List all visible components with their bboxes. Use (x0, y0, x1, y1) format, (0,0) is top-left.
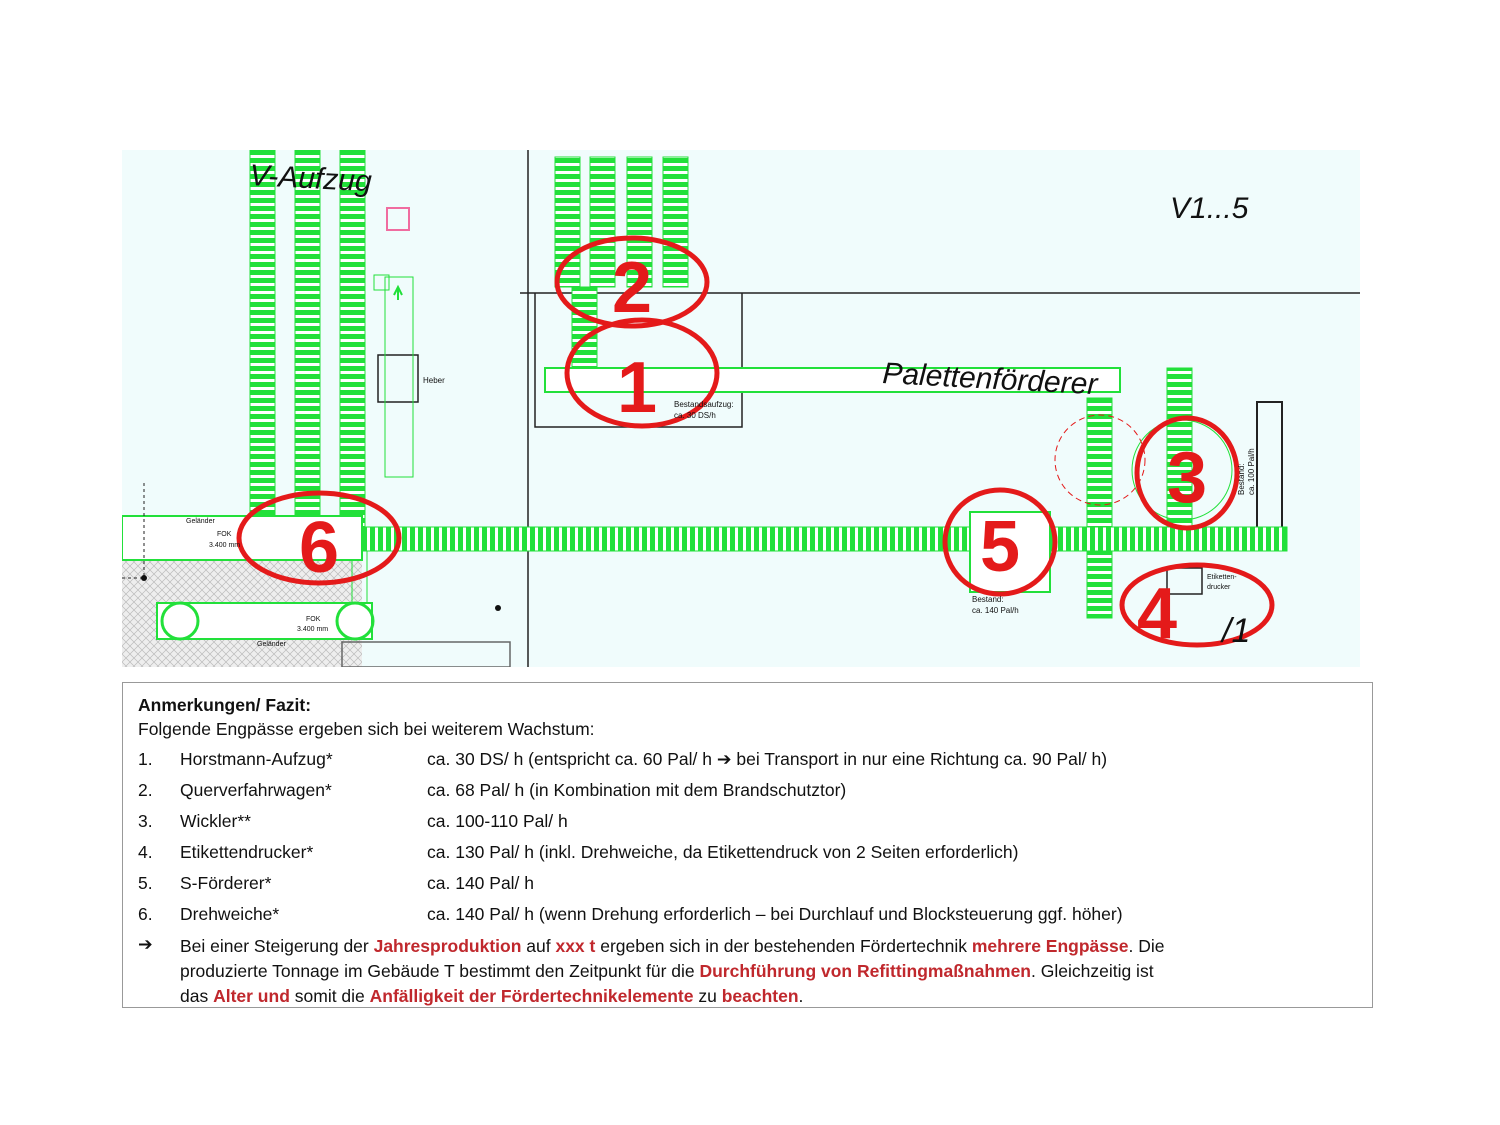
palettenfoerderer-conveyor (544, 367, 1121, 393)
text: . Die (1128, 936, 1165, 956)
marker-5: 5 (980, 507, 1020, 587)
item-value: ca. 30 DS/ h (entspricht ca. 60 Pal/ h ➔… (427, 749, 1108, 769)
item-number: 5. (138, 873, 153, 893)
highlight: beachten (721, 986, 799, 1006)
notes-box: Anmerkungen/ Fazit: Folgende Engpässe er… (122, 682, 1373, 1008)
arrow-up-icon (393, 284, 403, 300)
item-name: Wickler** (180, 811, 251, 831)
v-aufzug-label: V-Aufzug (249, 159, 373, 198)
marker-3: 3 (1167, 438, 1207, 518)
marker-1: 1 (617, 348, 657, 428)
text: ergeben sich in der bestehenden Förderte… (595, 936, 972, 956)
item-name: S-Förderer* (180, 873, 272, 893)
item-value: ca. 140 Pal/ h (wenn Drehung erforderlic… (427, 904, 1123, 924)
item-value: ca. 130 Pal/ h (inkl. Drehweiche, da Eti… (427, 842, 1019, 862)
item-name: Querverfahrwagen* (180, 780, 332, 800)
text: produzierte Tonnage im Gebäude T bestimm… (180, 961, 700, 981)
item-value: ca. 100-110 Pal/ h (427, 811, 568, 831)
notes-title: Anmerkungen/ Fazit: (138, 695, 312, 715)
marker-6-ellipse (236, 490, 402, 586)
forklift-icon (386, 207, 410, 231)
item-number: 4. (138, 842, 153, 862)
bestand-3-label: Bestand: (1237, 463, 1246, 495)
arrow-icon: ➔ (138, 934, 153, 954)
highlight: mehrere Engpässe (971, 936, 1129, 956)
querverfahrwagen-conveyors (554, 156, 689, 388)
text: . Gleichzeitig ist (1031, 961, 1154, 981)
marker-2: 2 (612, 248, 652, 328)
highlight: Alter und (213, 986, 290, 1006)
v1-5-label: V1...5 (1170, 192, 1249, 225)
item-number: 3. (138, 811, 153, 831)
turntable (335, 601, 375, 641)
gelaender-bottom-label: Geländer (257, 641, 286, 648)
marker-5-ellipse (942, 487, 1058, 597)
bestandsaufzug-label: Bestandsaufzug: (674, 400, 734, 409)
text: das (180, 986, 214, 1006)
item-number: 1. (138, 749, 153, 769)
etikettendrucker-label: Etiketten- (1207, 574, 1237, 581)
notes-intro: Folgende Engpässe ergeben sich bei weite… (138, 719, 595, 739)
item-value: ca. 68 Pal/ h (in Kombination mit dem Br… (427, 780, 847, 800)
fok-bottom-height: 3.400 mm (297, 626, 328, 633)
item-number: 2. (138, 780, 153, 800)
fok-bottom-label: FOK (306, 616, 321, 623)
highlight: Jahresproduktion (373, 936, 522, 956)
bestand-5-rate: ca. 140 Pal/h (972, 606, 1019, 615)
layout-drawing: 1 2 3 4 5 6 V-Aufzug V1...5 Palettenförd… (121, 149, 1360, 668)
highlight: xxx t (555, 936, 596, 956)
text: zu (693, 986, 722, 1006)
fok-top-label: FOK (217, 531, 232, 538)
text: somit die (289, 986, 370, 1006)
bottleneck-markers (236, 235, 1275, 648)
v-aufzug-conveyors (249, 149, 414, 606)
marker-4-ellipse (1119, 562, 1275, 648)
item-name: Etikettendrucker* (180, 842, 314, 862)
text: . (798, 986, 804, 1006)
highlight: Durchführung von Refittingmaßnahmen (699, 961, 1032, 981)
bestandsaufzug-rate: ca. 30 DS/h (674, 411, 716, 420)
text: auf (521, 936, 556, 956)
wickler-area (1054, 367, 1283, 619)
bestand-5-label: Bestand: (972, 595, 1004, 604)
conveyor-layout-diagram: 1 2 3 4 5 6 V-Aufzug V1...5 Palettenförd… (121, 149, 1360, 668)
marker-3-ellipse (1134, 415, 1240, 531)
gelaender-top-label: Geländer (186, 518, 215, 525)
marker-2-ellipse (554, 235, 710, 329)
marker-6: 6 (299, 508, 339, 588)
marker-4: 4 (1137, 574, 1177, 654)
v1-label: /1 (1220, 612, 1250, 650)
heber-label: Heber (423, 376, 445, 385)
item-name: Drehweiche* (180, 904, 280, 924)
fok-lower-conveyor (156, 602, 373, 640)
text: Bei einer Steigerung der (180, 936, 374, 956)
etikettendrucker-label-2: drucker (1207, 584, 1231, 591)
item-value: ca. 140 Pal/ h (427, 873, 535, 893)
item-name: Horstmann-Aufzug* (180, 749, 333, 769)
bestand-3-rate: ca. 100 Pal/h (1247, 448, 1256, 495)
highlight: Anfälligkeit der Fördertechnikelemente (369, 986, 694, 1006)
item-number: 6. (138, 904, 153, 924)
marker-1-ellipse (564, 317, 720, 429)
turntable (160, 601, 200, 641)
fok-top-height: 3.400 mm (209, 542, 240, 549)
